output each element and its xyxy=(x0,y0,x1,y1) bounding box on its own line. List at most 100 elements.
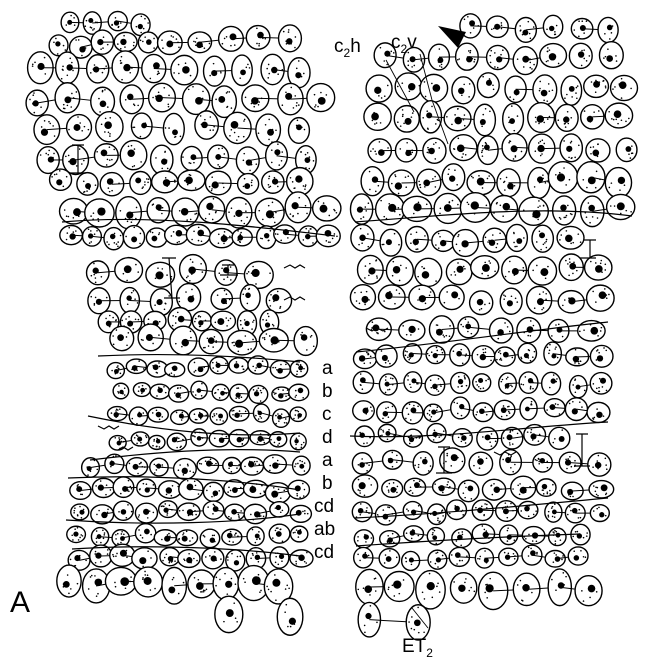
cell-granule xyxy=(468,50,470,52)
cell-granule xyxy=(168,533,170,535)
cell-granule xyxy=(449,202,451,204)
cell-granule xyxy=(109,135,111,137)
cell xyxy=(605,168,631,198)
cell-granule xyxy=(435,436,437,438)
cell-granule xyxy=(605,56,607,58)
cell-granule xyxy=(396,455,398,457)
cell-granule xyxy=(572,273,574,275)
cell-granule xyxy=(255,367,257,369)
cell-granule xyxy=(472,58,474,60)
cell-granule xyxy=(262,219,264,221)
cell-granule xyxy=(533,26,535,28)
cell-granule xyxy=(559,172,561,174)
cell-granule xyxy=(200,591,202,593)
cell-granule xyxy=(449,513,451,515)
cell-granule xyxy=(491,28,493,30)
cell-granule xyxy=(485,108,487,110)
cell-granule xyxy=(547,47,549,49)
cell-granule xyxy=(436,347,438,349)
cell-granule xyxy=(97,593,99,595)
cell-granule xyxy=(162,464,164,466)
cell-granule xyxy=(63,108,65,110)
cell-granule xyxy=(85,47,87,49)
cell-granule xyxy=(508,411,510,413)
cell-granule xyxy=(235,397,237,399)
cell-granule xyxy=(410,490,412,492)
cell-granule xyxy=(582,179,584,181)
cell-granule xyxy=(150,589,152,591)
cell-granule xyxy=(395,488,397,490)
cell-granule xyxy=(158,92,160,94)
cell-granule xyxy=(434,530,436,532)
cell-granule xyxy=(408,621,410,623)
cell xyxy=(598,17,618,42)
cell-granule xyxy=(94,553,96,555)
cell-granule xyxy=(95,562,97,564)
cell-granule xyxy=(103,149,105,151)
cell-granule xyxy=(74,507,76,509)
cell-granule xyxy=(465,487,467,489)
cell-granule xyxy=(578,20,580,22)
cell-granule xyxy=(209,186,211,188)
cell-granule xyxy=(417,607,419,609)
cell-granule xyxy=(535,117,537,119)
cell-granule xyxy=(258,418,260,420)
cell-granule xyxy=(358,464,360,466)
cell-granule xyxy=(603,347,605,349)
cell-granule xyxy=(451,124,453,126)
cell-granule xyxy=(606,294,608,296)
cell-nucleus xyxy=(272,294,279,301)
cell-granule xyxy=(105,494,107,496)
cell-granule xyxy=(481,506,483,508)
cell-granule xyxy=(429,573,431,575)
row-label-ab: ab xyxy=(314,519,335,540)
cell-nucleus xyxy=(576,385,581,390)
cell-granule xyxy=(538,461,540,463)
cell-granule xyxy=(495,441,497,443)
cell-granule xyxy=(106,297,108,299)
cell-granule xyxy=(171,372,173,374)
cell-nucleus xyxy=(176,230,183,237)
cell-granule xyxy=(275,367,277,369)
cell-granule xyxy=(277,186,279,188)
cell-nucleus xyxy=(559,436,565,442)
cell-granule xyxy=(171,235,173,237)
cell-granule xyxy=(542,139,544,141)
cell-granule xyxy=(59,170,61,172)
cell-granule xyxy=(254,370,256,372)
cell-granule xyxy=(579,331,581,333)
cell-granule xyxy=(413,65,415,67)
cell-granule xyxy=(477,354,479,356)
cell-granule xyxy=(225,303,227,305)
cell-granule xyxy=(93,274,95,276)
cell-granule xyxy=(212,416,214,418)
cell-granule xyxy=(614,205,616,207)
cell-granule xyxy=(106,164,108,166)
cell-granule xyxy=(117,246,119,248)
cell-granule xyxy=(230,318,232,320)
cell-granule xyxy=(303,73,305,75)
cell-granule xyxy=(278,388,280,390)
cell-granule xyxy=(553,532,555,534)
cell-granule xyxy=(260,390,262,392)
cell-granule xyxy=(77,583,79,585)
cell-granule xyxy=(586,187,588,189)
cell-granule xyxy=(272,367,274,369)
cell-granule xyxy=(138,360,140,362)
cell-nucleus xyxy=(172,129,178,135)
cell-granule xyxy=(429,295,431,297)
cell-granule xyxy=(511,357,513,359)
cell-granule xyxy=(489,441,491,443)
cell-nucleus xyxy=(479,408,485,414)
cell-granule xyxy=(424,81,426,83)
cell-granule xyxy=(364,304,366,306)
cell-granule xyxy=(547,491,549,493)
cell-nucleus xyxy=(121,509,127,515)
cell-nucleus xyxy=(595,462,601,468)
cell-nucleus xyxy=(486,80,492,86)
cell-nucleus xyxy=(264,233,269,238)
cell-granule xyxy=(511,295,513,297)
cell-granule xyxy=(168,562,170,564)
cell-nucleus xyxy=(131,236,137,242)
cell-granule xyxy=(172,485,174,487)
